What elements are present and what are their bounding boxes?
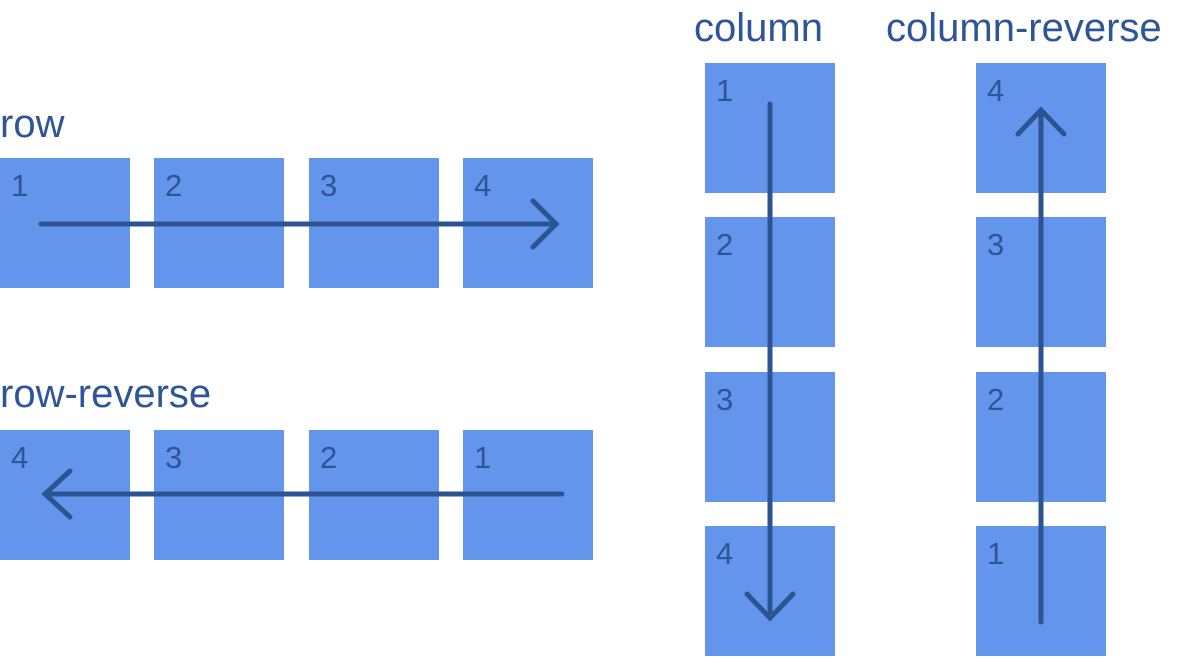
row-item: 2 — [154, 158, 284, 288]
item-number: 1 — [474, 440, 492, 475]
row-item: 4 — [463, 158, 593, 288]
row-reverse-item: 3 — [154, 430, 284, 560]
item-number: 3 — [987, 227, 1005, 262]
row-reverse-item: 4 — [0, 430, 130, 560]
item-number: 2 — [987, 382, 1005, 417]
column-item: 4 — [705, 526, 835, 656]
column-reverse-item: 3 — [976, 217, 1106, 347]
row-reverse-item: 1 — [463, 430, 593, 560]
item-number: 3 — [320, 168, 338, 203]
item-number: 3 — [165, 440, 183, 475]
column-reverse-label: column-reverse — [886, 6, 1162, 50]
item-number: 2 — [320, 440, 338, 475]
column-item: 1 — [705, 63, 835, 193]
item-number: 2 — [716, 227, 734, 262]
item-number: 4 — [987, 73, 1005, 108]
column-item: 2 — [705, 217, 835, 347]
column-reverse-item: 2 — [976, 372, 1106, 502]
row-label: row — [0, 102, 65, 146]
item-number: 2 — [165, 168, 183, 203]
item-number: 4 — [11, 440, 29, 475]
item-number: 1 — [716, 73, 734, 108]
row-item: 3 — [309, 158, 439, 288]
item-number: 3 — [716, 382, 734, 417]
column-item: 3 — [705, 372, 835, 502]
item-number: 1 — [11, 168, 29, 203]
row-reverse-item: 2 — [309, 430, 439, 560]
column-reverse-item: 1 — [976, 526, 1106, 656]
row-reverse-label: row-reverse — [0, 372, 212, 416]
item-number: 1 — [987, 536, 1005, 571]
column-label: column — [694, 6, 823, 50]
item-number: 4 — [716, 536, 734, 571]
row-item: 1 — [0, 158, 130, 288]
column-reverse-item: 4 — [976, 63, 1106, 193]
item-number: 4 — [474, 168, 492, 203]
